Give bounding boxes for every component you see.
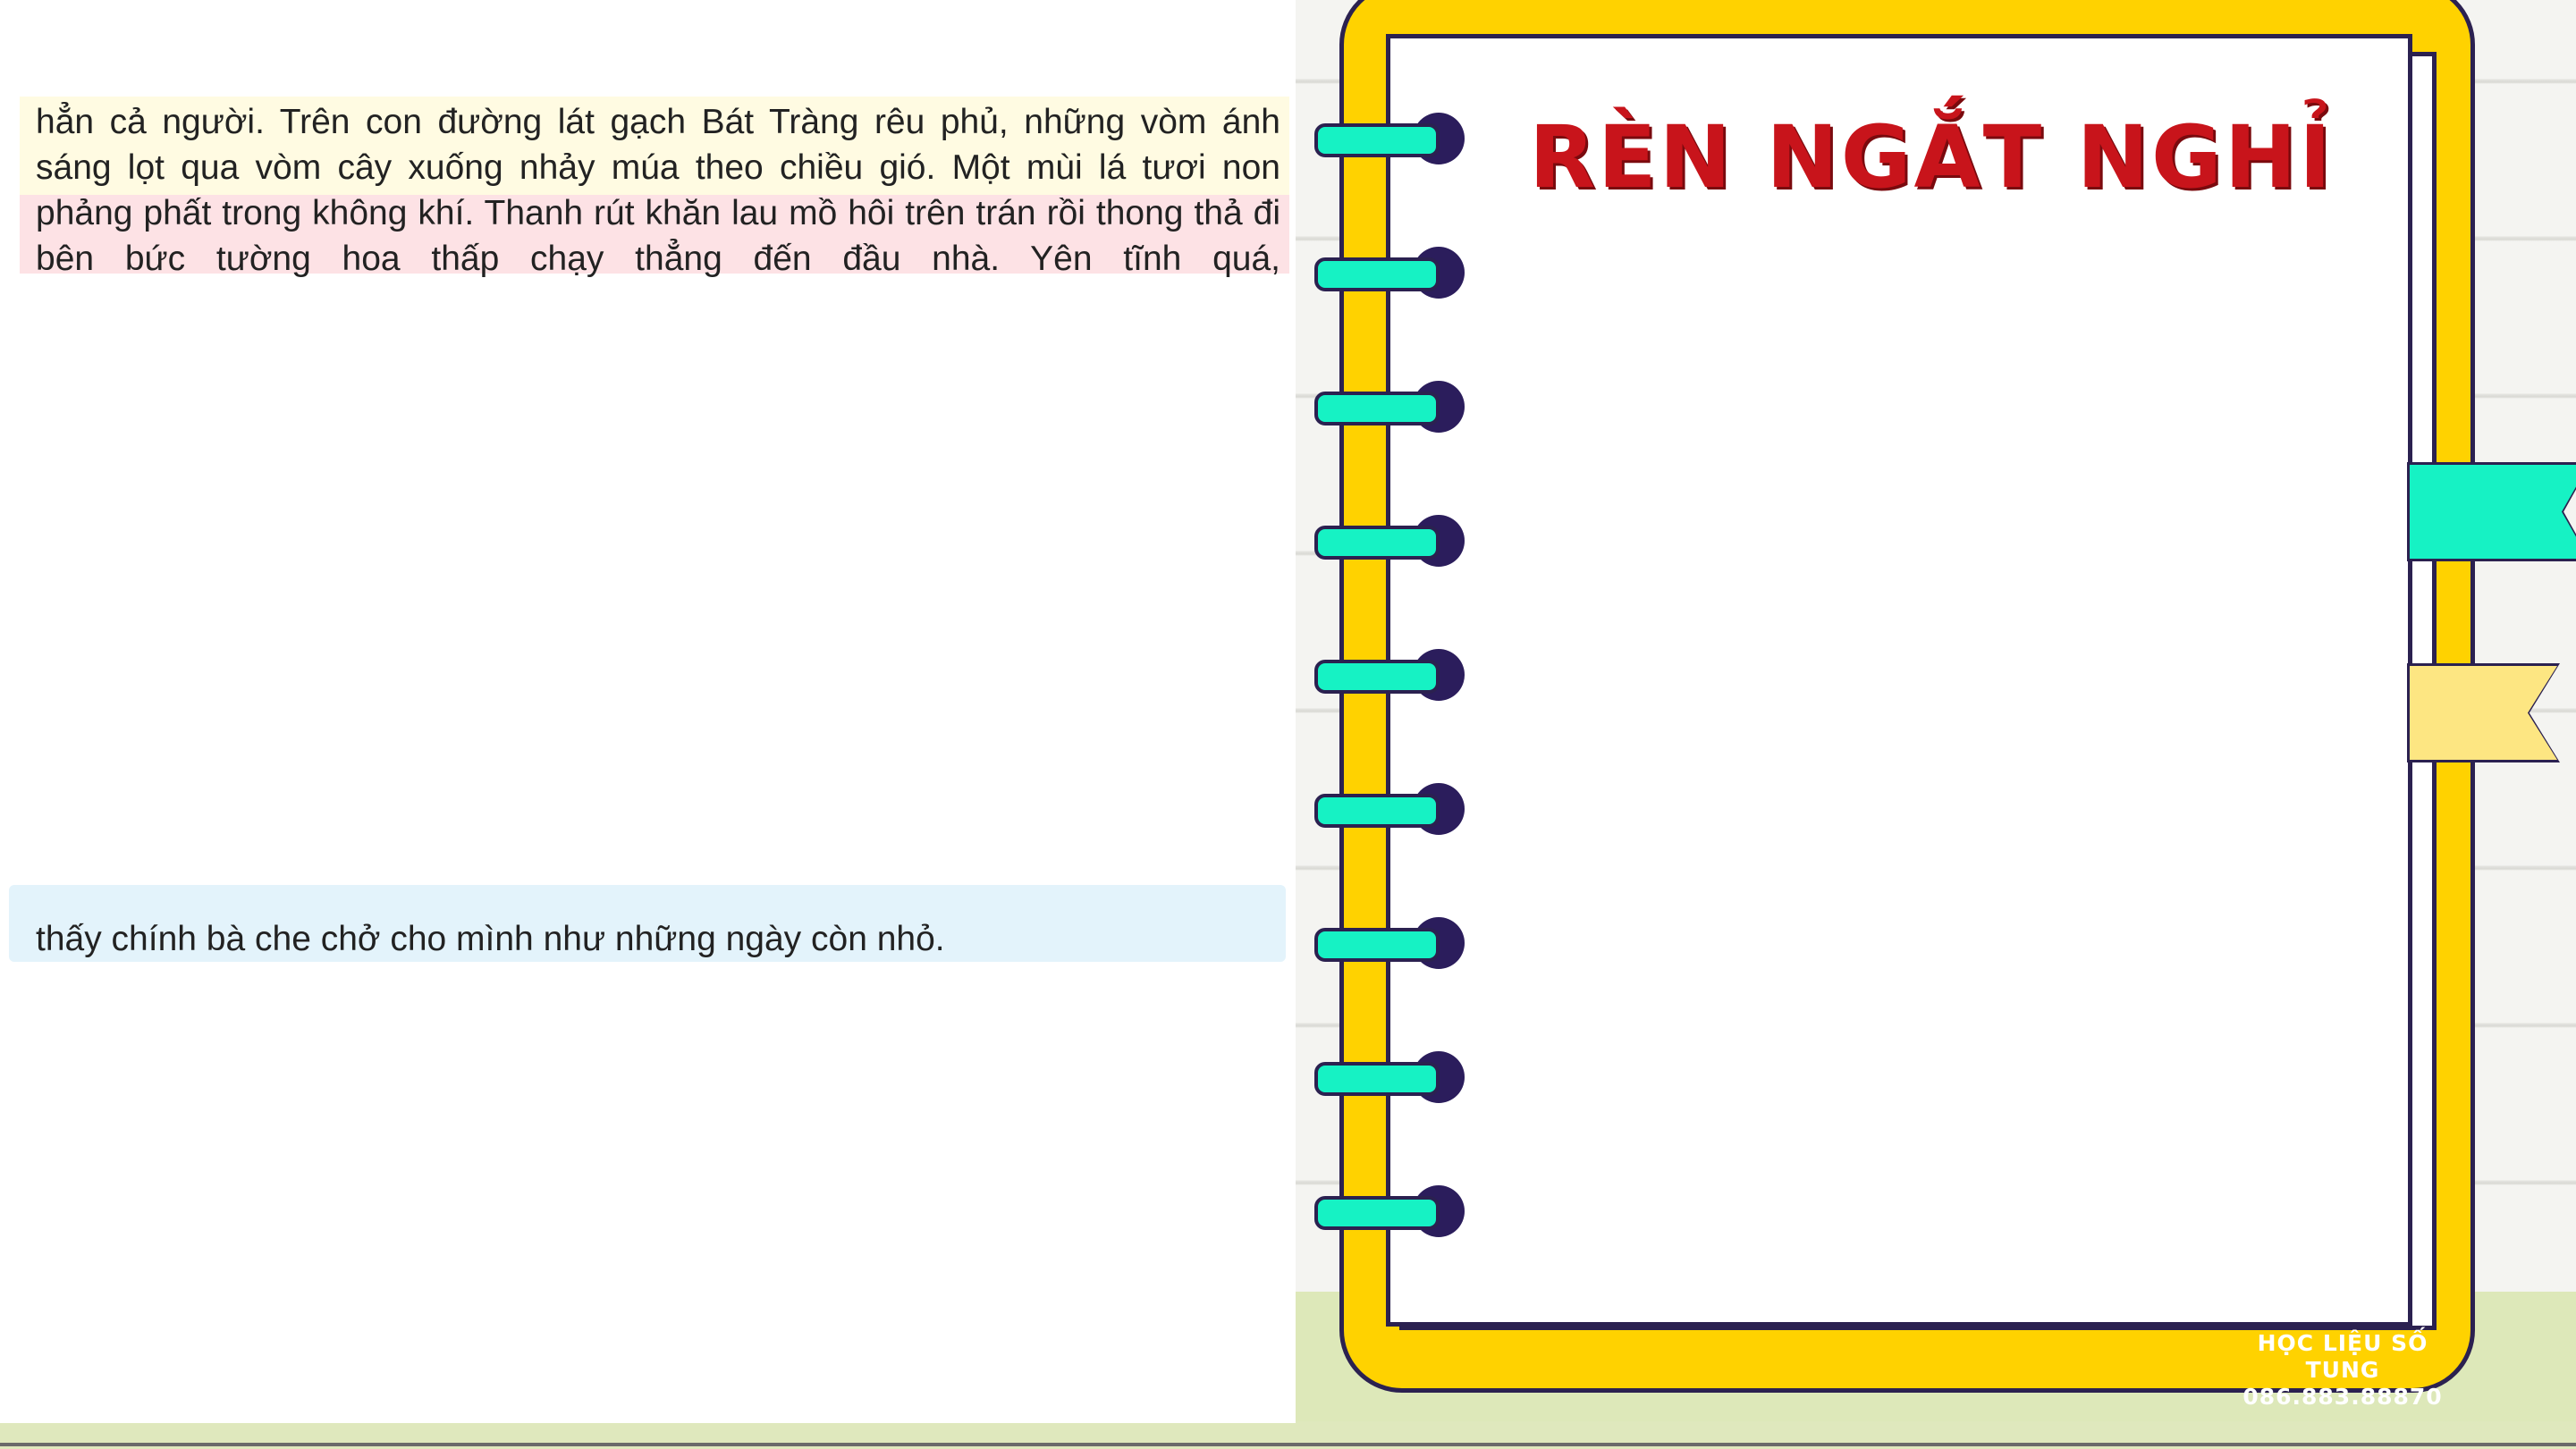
passage-text: hẳn cả người. Trên con đường lát gạch Bá… xyxy=(36,103,1280,278)
spiral-ring-icon xyxy=(1314,783,1466,837)
spiral-ring-icon xyxy=(1314,515,1466,569)
spiral-ring-icon xyxy=(1314,1185,1466,1239)
watermark-line-2: 086.883.88870 xyxy=(2242,1384,2443,1410)
highlight-band-pink xyxy=(20,195,1289,274)
notebook-page xyxy=(1386,34,2412,1327)
spiral-ring-icon xyxy=(1314,381,1466,434)
bookmark-tab-teal xyxy=(2410,465,2576,559)
highlight-band-yellow xyxy=(20,97,1289,195)
passage-ending: thấy chính bà che chở cho mình như những… xyxy=(36,920,945,958)
watermark: HỌC LIỆU SỐ TUNG 086.883.88870 xyxy=(2217,1330,2468,1411)
bottom-divider xyxy=(0,1443,2576,1446)
spiral-ring-icon xyxy=(1314,917,1466,971)
spiral-ring-icon xyxy=(1314,1051,1466,1105)
watermark-line-1: HỌC LIỆU SỐ TUNG xyxy=(2257,1330,2428,1383)
spiral-ring-icon xyxy=(1314,247,1466,300)
spiral-ring-icon xyxy=(1314,649,1466,703)
highlight-band-blue xyxy=(9,885,1286,962)
notebook-title: RÈN NGẮT NGHỈ xyxy=(1529,107,2334,207)
spiral-ring-icon xyxy=(1314,113,1466,166)
